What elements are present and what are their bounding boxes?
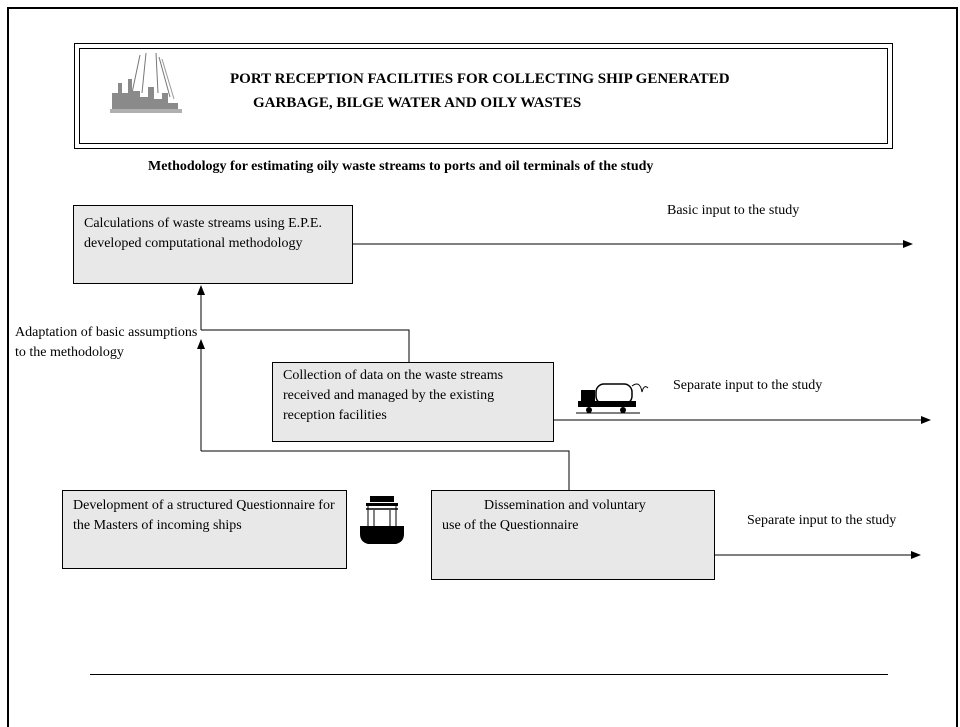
ship-icon (360, 496, 404, 544)
dissemination-line1: Dissemination and voluntary (484, 498, 646, 513)
header-title: PORT RECEPTION FACILITIES FOR COLLECTING… (230, 67, 870, 115)
calculations-box: Calculations of waste streams using E.P.… (73, 205, 353, 284)
dissemination-box: Dissemination and voluntary use of the Q… (431, 490, 715, 580)
basic-input-label: Basic input to the study (667, 203, 800, 218)
header-box (74, 43, 893, 149)
data-collection-box: Collection of data on the waste streams … (272, 362, 554, 442)
adaptation-label: Adaptation of basic assumptions to the m… (15, 325, 198, 360)
header-title-line2: GARBAGE, BILGE WATER AND OILY WASTES (253, 95, 582, 111)
port-crane-icon (110, 53, 182, 113)
page-frame (7, 7, 958, 727)
diagram-subtitle: Methodology for estimating oily waste st… (148, 159, 654, 174)
dissemination-line2: use of the Questionnaire (442, 518, 579, 533)
header-title-line1: PORT RECEPTION FACILITIES FOR COLLECTING… (230, 71, 730, 87)
separate-input-label-2: Separate input to the study (747, 513, 897, 528)
tanker-truck-icon (576, 383, 649, 414)
footer-divider (90, 674, 888, 675)
line-collection-feedback (201, 329, 410, 362)
header-inner-border (79, 48, 888, 144)
separate-input-label-1: Separate input to the study (673, 378, 823, 393)
line-dissemination-feedback (201, 450, 570, 490)
questionnaire-development-box: Development of a structured Questionnair… (62, 490, 347, 569)
